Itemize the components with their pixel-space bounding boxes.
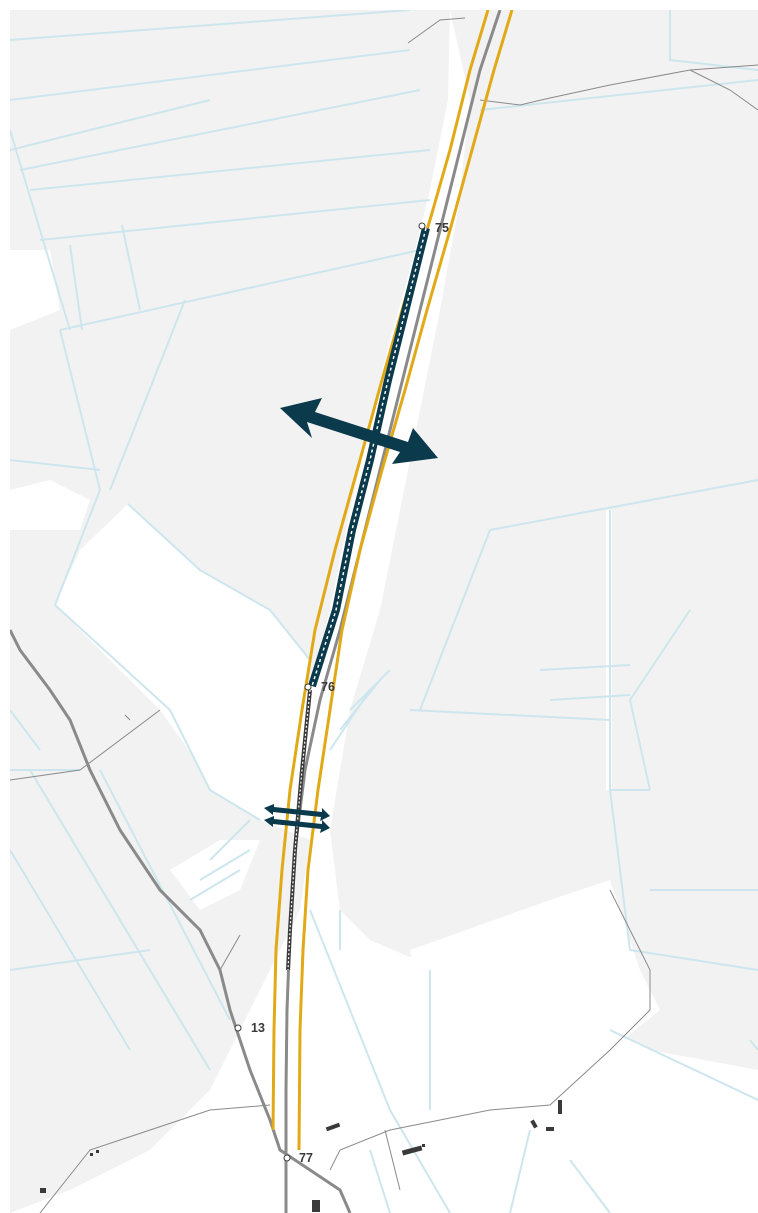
boundary-lines <box>271 10 514 1151</box>
buildings <box>40 1100 562 1212</box>
roads <box>10 10 758 1213</box>
marker-76-label: 76 <box>321 680 335 694</box>
clearings <box>10 250 758 1213</box>
marker-75-label: 75 <box>435 221 449 235</box>
marker-13-label: 13 <box>251 1021 265 1035</box>
small-double-arrow-icon[interactable] <box>264 804 330 833</box>
map-svg <box>10 10 758 1213</box>
map-canvas[interactable]: 75 76 77 13 <box>10 10 758 1213</box>
water-lines <box>10 10 758 1213</box>
marker-77-label: 77 <box>299 1151 313 1165</box>
highlight-segment <box>286 227 430 971</box>
large-double-arrow-icon[interactable] <box>280 398 438 464</box>
marker-dots <box>234 222 426 1162</box>
